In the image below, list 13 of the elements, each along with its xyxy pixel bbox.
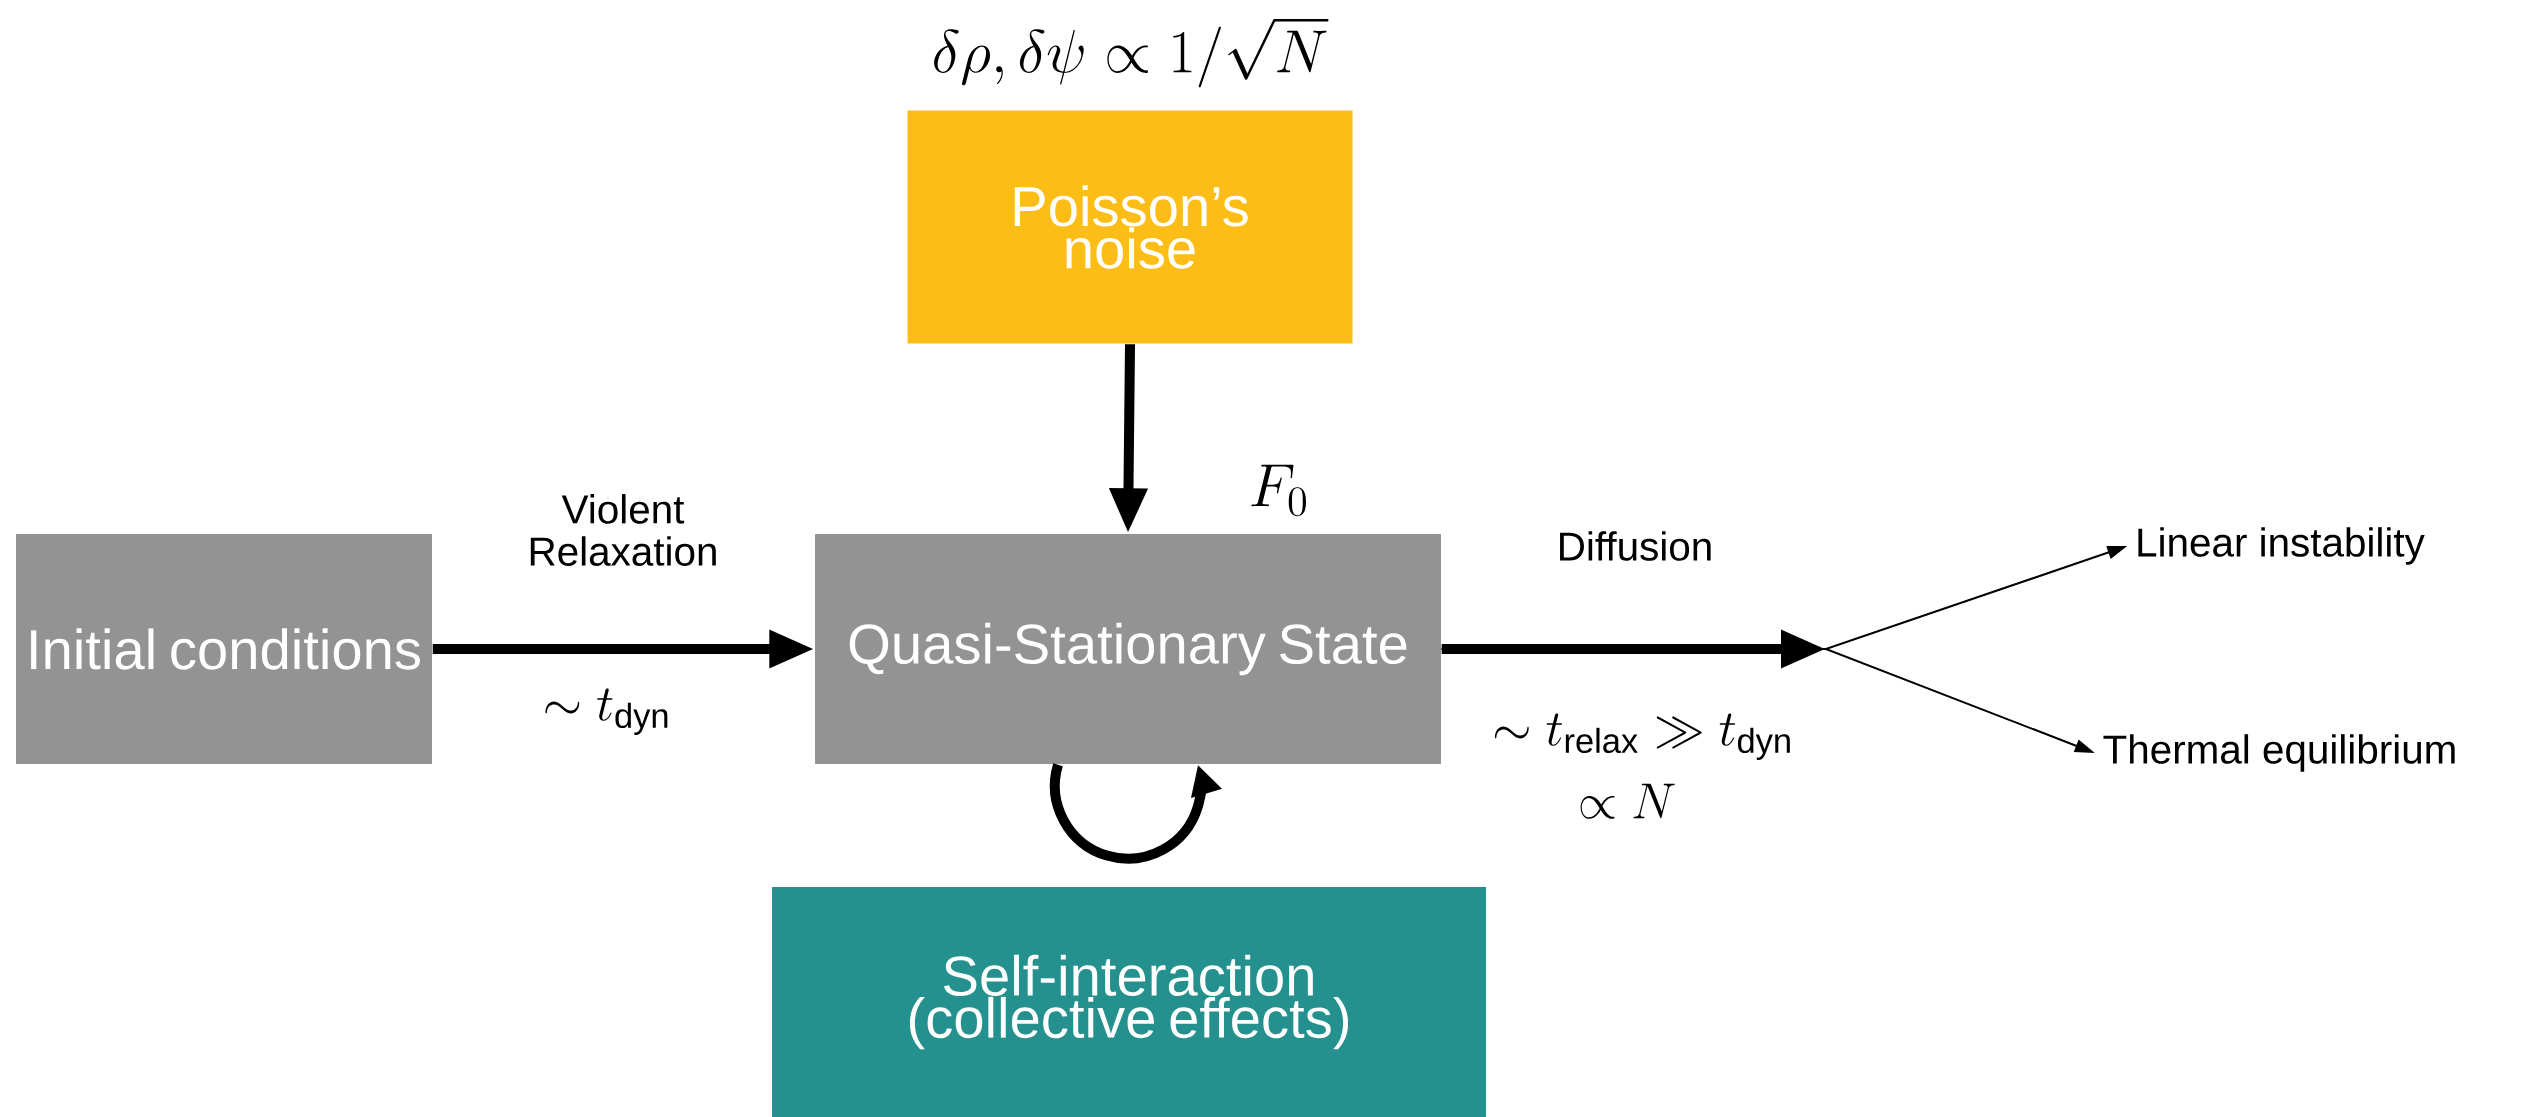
formula-label: $\sim t_{\mathrm{relax}} \gg t_{\mathrm{dyn}}$ <box>1494 713 1790 760</box>
process-box: Initial conditions <box>16 534 432 764</box>
formula-label: $\delta\rho, \delta\psi \propto 1/\sqrt{N}$ <box>934 19 1329 88</box>
process-box: Quasi-Stationary State <box>815 534 1441 764</box>
formula-label: $\sim t_{\mathrm{dyn}}$ <box>545 688 668 735</box>
process-box: Self-interaction (collective effects) <box>772 887 1486 1117</box>
formula-label: $\propto N$ <box>1580 783 1675 819</box>
edge-label: Diffusion <box>1560 531 1711 561</box>
outcome-label: Thermal equilibrium <box>2103 734 2455 772</box>
formula-label: $F_0$ <box>1251 464 1306 517</box>
process-box: Poisson’s noise <box>907 110 1353 344</box>
outcome-label: Linear instability <box>2138 527 2425 565</box>
edge-label: Violent Relaxation <box>530 494 716 566</box>
